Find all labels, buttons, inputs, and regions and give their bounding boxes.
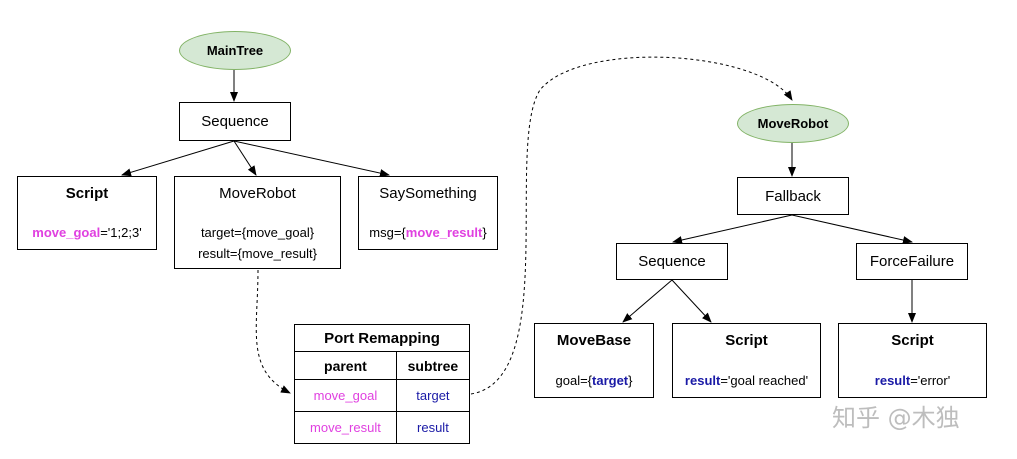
movebase-prefix: goal={ [555, 373, 593, 388]
saysomething-node: SaySomething msg={move_result} [358, 176, 498, 250]
port-remapping-table: Port Remapping parent subtree move_goal … [294, 324, 471, 444]
subtree-sequence-node: Sequence [616, 243, 728, 280]
edge-sequence-script [671, 279, 712, 323]
port-col-subtree: subtree [395, 351, 471, 380]
movebase-body: goal={target} [535, 373, 653, 388]
movebase-suffix: } [628, 373, 633, 388]
port-parent-cell: move_goal [294, 379, 397, 412]
script-node: Script move_goal='1;2;3' [17, 176, 157, 250]
watermark: 知乎 @木独 [832, 404, 960, 432]
fallback-node: Fallback [737, 177, 849, 215]
port-subtree-cell: result [395, 411, 471, 444]
maintree-sequence-node: Sequence [179, 102, 291, 141]
port-row: move_result result [294, 411, 471, 444]
script-title: Script [65, 185, 109, 202]
script-key: move_goal [32, 225, 101, 240]
script-error-key: result [874, 373, 911, 388]
moverobot-result-line: result={move_result} [198, 246, 317, 261]
port-parent-cell: move_result [294, 411, 397, 444]
script-goal-node: Script result='goal reached' [672, 323, 821, 398]
saysomething-prefix: msg={ [369, 225, 406, 240]
edge-fallback-forcefailure [791, 214, 913, 244]
port-remapping-title: Port Remapping [294, 324, 470, 352]
script-goal-title: Script [725, 332, 768, 349]
script-error-node: Script result='error' [838, 323, 987, 398]
saysomething-title: SaySomething [379, 185, 477, 202]
movebase-title: MoveBase [556, 332, 632, 349]
moverobot-target-line: target={move_goal} [200, 225, 315, 240]
script-goal-key: result [684, 373, 721, 388]
edge-sequence-moverobot [233, 140, 257, 176]
script-goal-body: result='goal reached' [673, 373, 820, 388]
edge-moverobot-portremap [255, 269, 291, 394]
saysomething-body: msg={move_result} [359, 225, 497, 240]
port-subtree-cell: target [395, 379, 471, 412]
script-error-title: Script [891, 332, 934, 349]
script-goal-value: ='goal reached' [720, 373, 809, 388]
edge-sequence-script [121, 140, 235, 177]
script-error-body: result='error' [839, 373, 986, 388]
maintree-root: MainTree [179, 31, 291, 70]
forcefailure-node: ForceFailure [856, 243, 968, 280]
saysomething-key: move_result [405, 225, 483, 240]
moverobot-node: MoveRobot target={move_goal} result={mov… [174, 176, 341, 269]
port-row: move_goal target [294, 379, 471, 412]
script-value: ='1;2;3' [100, 225, 142, 240]
saysomething-suffix: } [482, 225, 487, 240]
movebase-node: MoveBase goal={target} [534, 323, 654, 398]
moverobot-title: MoveRobot [219, 185, 296, 202]
script-error-value: ='error' [910, 373, 951, 388]
port-col-parent: parent [294, 351, 397, 380]
movebase-key: target [592, 373, 629, 388]
script-body: move_goal='1;2;3' [18, 225, 156, 240]
edge-portremap-subtree [470, 56, 793, 395]
edge-sequence-saysomething [233, 140, 390, 177]
subtree-root: MoveRobot [737, 104, 849, 143]
edge-fallback-sequence [672, 214, 793, 244]
edge-sequence-movebase [622, 279, 673, 323]
